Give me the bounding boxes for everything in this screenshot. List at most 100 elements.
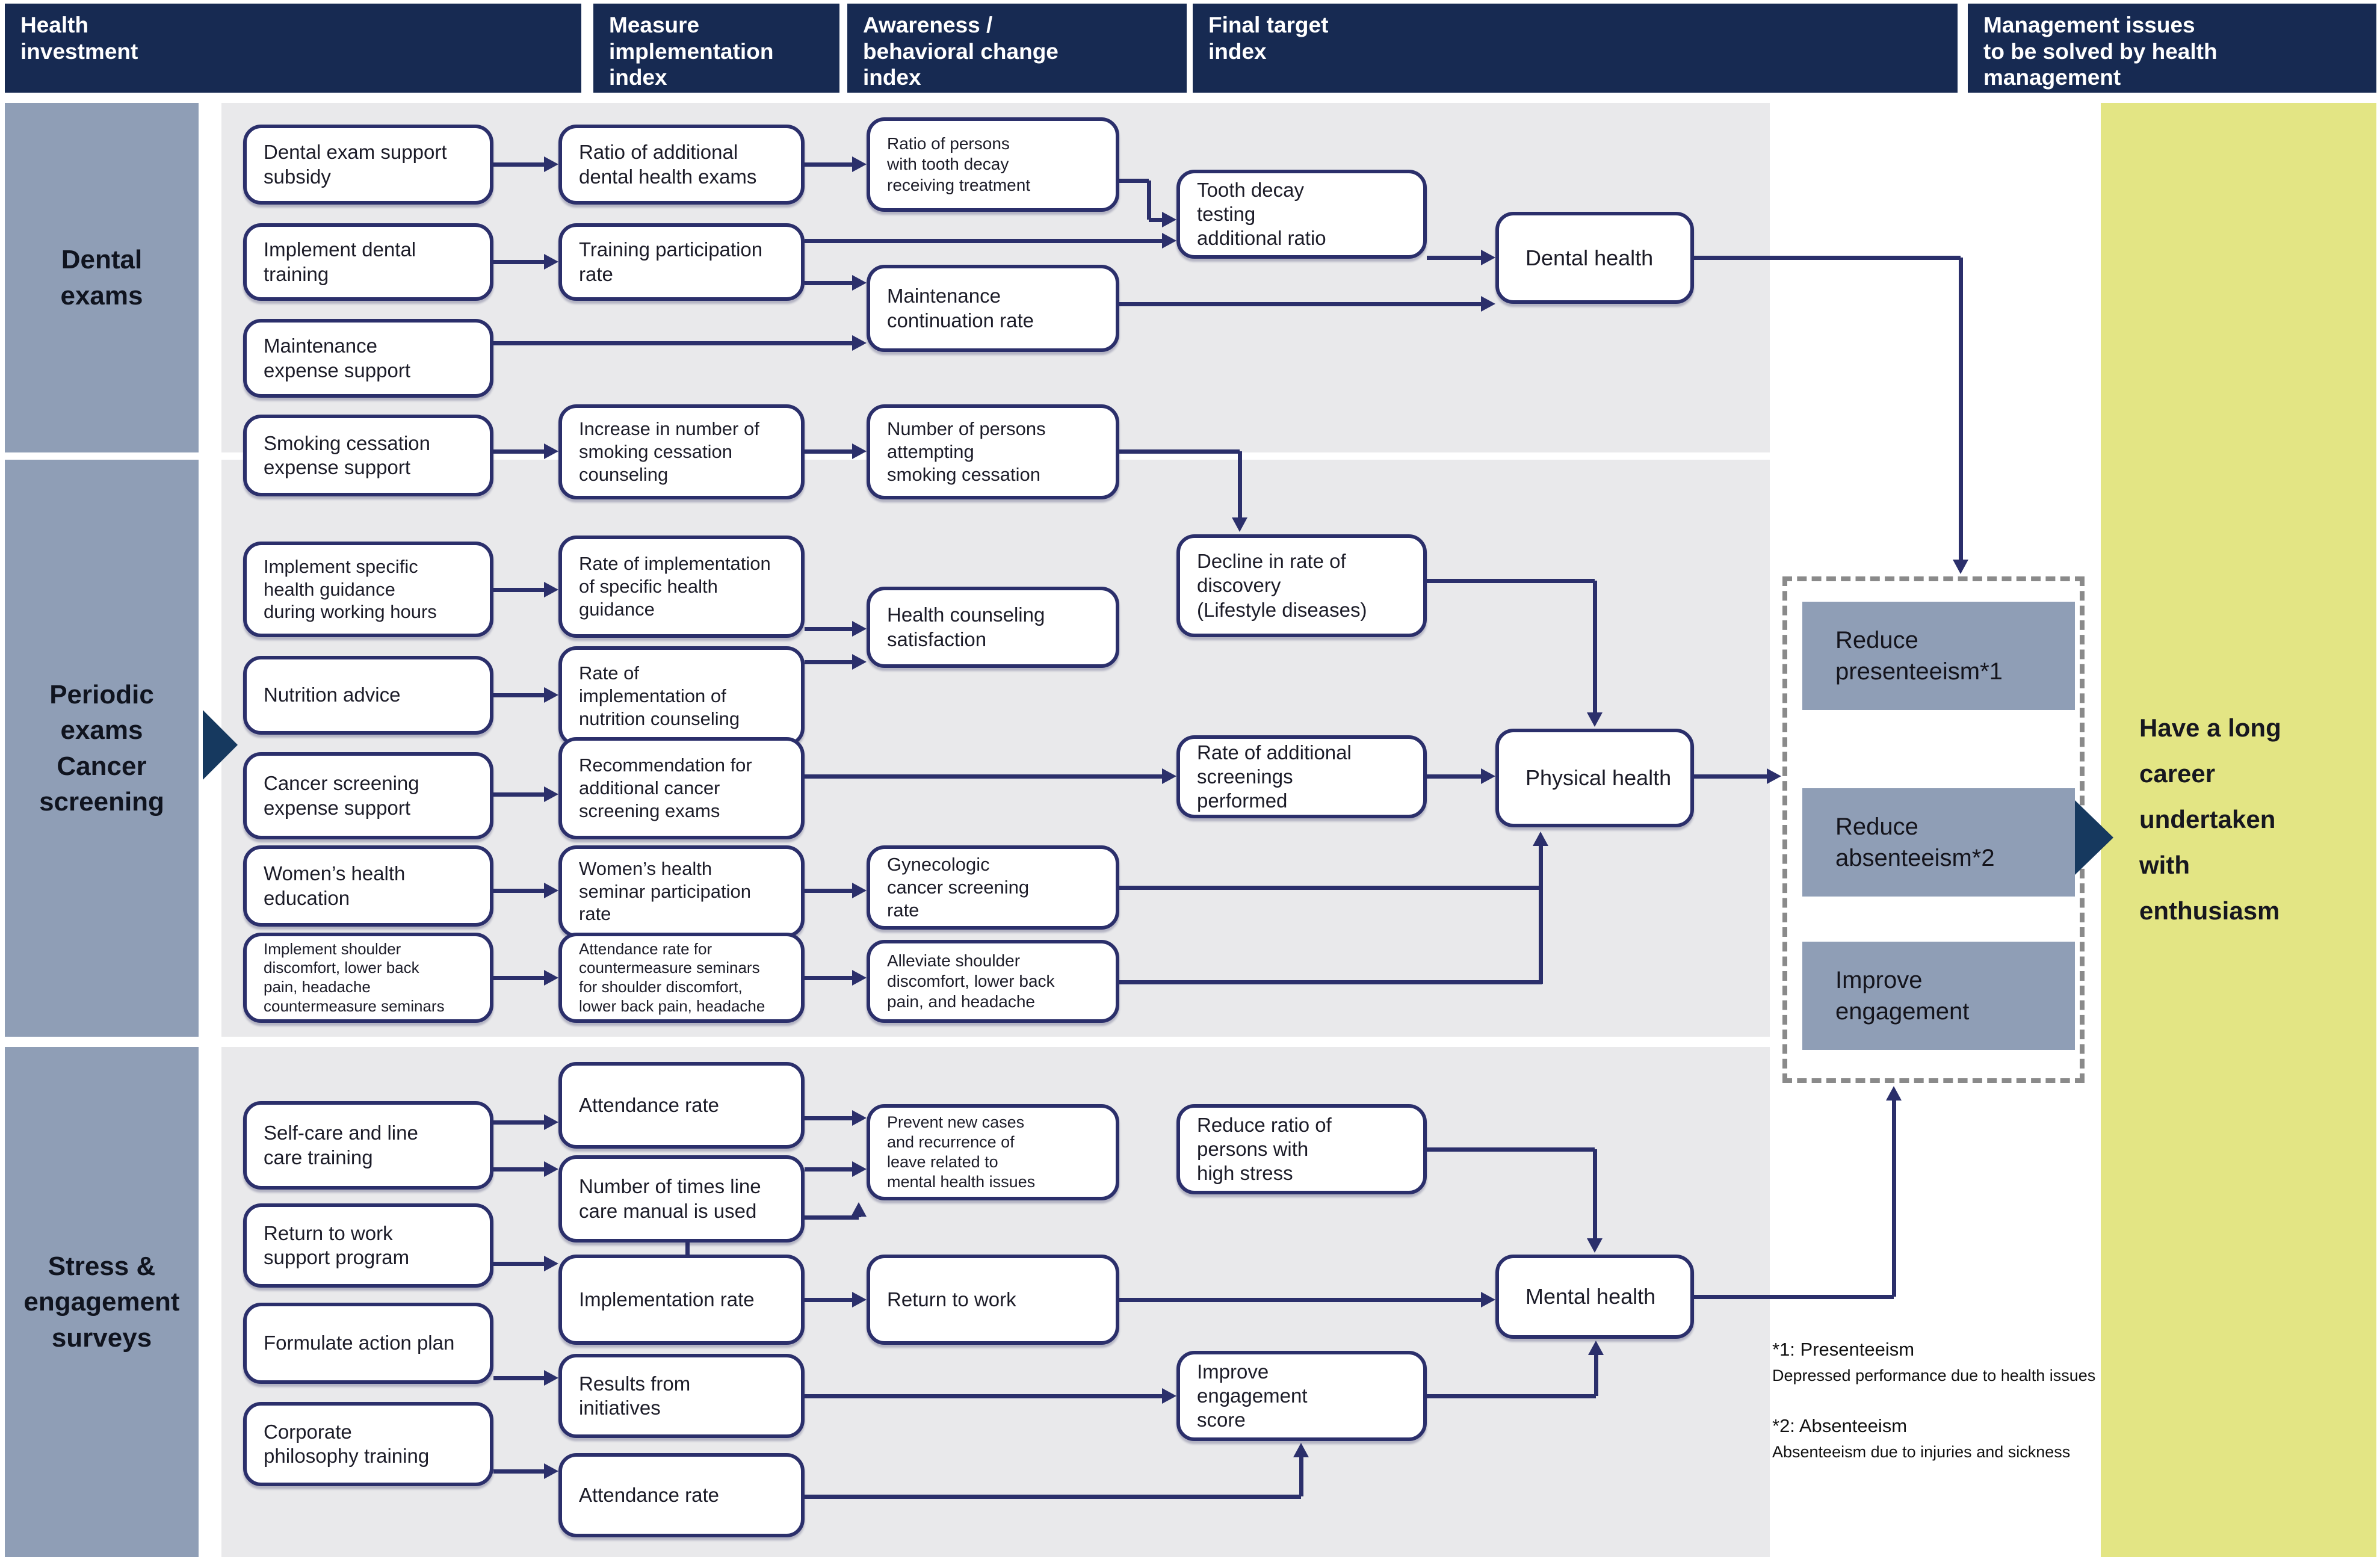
goal-text-line: Have a long: [2139, 714, 2281, 742]
connector-arrowhead-icon: [1481, 250, 1495, 265]
connector-line: [1427, 1394, 1596, 1398]
connector-line: [493, 588, 552, 592]
sidebar-section-periodic-exams: Periodic exams Cancer screening: [5, 460, 199, 1037]
connector-line: [1119, 886, 1542, 890]
connector-arrowhead-icon: [544, 687, 558, 703]
node-attendance-bottom: Attendance rate: [558, 1453, 805, 1537]
connector-arrowhead-icon: [544, 582, 558, 597]
footnote-title: *1: Presenteeism: [1772, 1339, 1915, 1360]
connector-line: [805, 774, 1170, 779]
connector-line: [805, 1394, 1170, 1398]
connector-arrowhead-icon: [544, 1370, 558, 1386]
target-improve-engagement: Improve engagement: [1802, 942, 2075, 1050]
connector-line: [1694, 1295, 1894, 1299]
connector-arrowhead-icon: [852, 1292, 867, 1307]
connector-arrowhead-icon: [544, 254, 558, 270]
connector-line: [493, 162, 552, 167]
node-gynecologic-rate: Gynecologic cancer screening rate: [867, 845, 1119, 930]
node-dental-training: Implement dental training: [243, 223, 493, 301]
connector-line: [493, 889, 552, 893]
connector-arrowhead-icon: [1162, 768, 1176, 784]
node-dental-health: Dental health: [1495, 212, 1694, 304]
connector-line: [493, 1262, 552, 1266]
header-measure-implementation-index: Measure implementation index: [593, 4, 839, 93]
node-prevent-cases: Prevent new cases and recurrence of leav…: [867, 1104, 1119, 1200]
connector-line: [1594, 1345, 1598, 1396]
connector-line: [1427, 579, 1595, 583]
node-decay-treatment: Ratio of persons with tooth decay receiv…: [867, 117, 1119, 212]
connector-arrowhead-icon: [852, 335, 867, 351]
node-countermeasure-attendance: Attendance rate for countermeasure semin…: [558, 933, 805, 1023]
connector-line: [493, 792, 552, 797]
connector-arrowhead-icon: [1481, 768, 1495, 784]
node-philosophy-training: Corporate philosophy training: [243, 1402, 493, 1486]
node-womens-education: Women’s health education: [243, 845, 493, 927]
footnote-title: *2: Absenteeism: [1772, 1415, 1908, 1436]
connector-arrowhead-icon: [852, 970, 867, 986]
sidebar-section-dental-exams: Dental exams: [5, 103, 199, 452]
node-implementation-rate: Implementation rate: [558, 1255, 805, 1345]
connector-line: [493, 260, 552, 264]
connector-arrowhead-icon: [544, 1463, 558, 1479]
node-guidance-rate: Rate of implementation of specific healt…: [558, 536, 805, 638]
connector-line: [493, 1469, 552, 1474]
connector-arrowhead-icon: [544, 970, 558, 986]
connector-line: [1119, 1298, 1489, 1302]
connector-arrowhead-icon: [851, 1202, 867, 1217]
connector-line: [1427, 256, 1489, 260]
node-specific-guidance: Implement specific health guidance durin…: [243, 542, 493, 637]
connector-line: [1119, 449, 1240, 454]
connector-arrowhead-icon: [544, 1256, 558, 1271]
connector-line: [805, 162, 861, 167]
header-awareness-behavioral-change-index: Awareness / behavioral change index: [847, 4, 1187, 93]
connector-line: [1119, 980, 1542, 984]
connector-line: [1959, 258, 1963, 568]
connector-arrowhead-icon: [852, 621, 867, 637]
connector-arrowhead-icon: [544, 1161, 558, 1177]
node-return-program: Return to work support program: [243, 1203, 493, 1288]
connector-line: [805, 1116, 861, 1120]
connector-line: [493, 341, 861, 345]
connector-arrowhead-icon: [544, 156, 558, 172]
goal-text-line: undertaken: [2139, 805, 2276, 833]
node-smoking-support: Smoking cessation expense support: [243, 415, 493, 496]
target-reduce-presenteeism: Reduce presenteeism*1: [1802, 602, 2075, 710]
connector-line: [1694, 774, 1775, 779]
connector-arrowhead-icon: [1588, 1341, 1604, 1355]
node-return-work: Return to work: [867, 1255, 1119, 1345]
connector-line: [493, 449, 552, 454]
connector-line: [805, 239, 1170, 243]
connector-line: [1119, 179, 1149, 183]
node-cancer-support: Cancer screening expense support: [243, 752, 493, 839]
node-tooth-ratio: Tooth decay testing additional ratio: [1176, 170, 1427, 259]
node-screenings-performed: Rate of additional screenings performed: [1176, 735, 1427, 818]
node-high-stress: Reduce ratio of persons with high stress: [1176, 1104, 1427, 1194]
connector-arrowhead-icon: [1481, 1292, 1495, 1307]
connector-line: [805, 449, 861, 454]
connector-arrowhead-icon: [852, 443, 867, 459]
node-attendance-top: Attendance rate: [558, 1062, 805, 1149]
connector-arrowhead-icon: [852, 1110, 867, 1126]
node-maintenance-support: Maintenance expense support: [243, 319, 493, 398]
connector-line: [493, 1120, 552, 1125]
node-screening-recommend: Recommendation for additional cancer scr…: [558, 737, 805, 839]
node-smoking-attempts: Number of persons attempting smoking ces…: [867, 404, 1119, 499]
connector-line: [493, 693, 552, 697]
node-results-initiatives: Results from initiatives: [558, 1354, 805, 1438]
connector-line: [1539, 836, 1543, 984]
header-management-issues: Management issues to be solved by health…: [1968, 4, 2376, 93]
connector-arrowhead-icon: [1232, 517, 1247, 532]
node-nutrition-rate: Rate of implementation of nutrition coun…: [558, 646, 805, 746]
connector-line: [1427, 1147, 1595, 1152]
connector-arrowhead-icon: [544, 1114, 558, 1130]
node-engagement-score: Improve engagement score: [1176, 1351, 1427, 1441]
header-health-investment: Health investment: [5, 4, 581, 93]
node-ratio-exams: Ratio of additional dental health exams: [558, 125, 805, 205]
connector-line: [493, 1167, 552, 1172]
node-counseling-increase: Increase in number of smoking cessation …: [558, 404, 805, 499]
connector-line: [1593, 581, 1597, 722]
flow-arrow-icon: [203, 710, 238, 780]
